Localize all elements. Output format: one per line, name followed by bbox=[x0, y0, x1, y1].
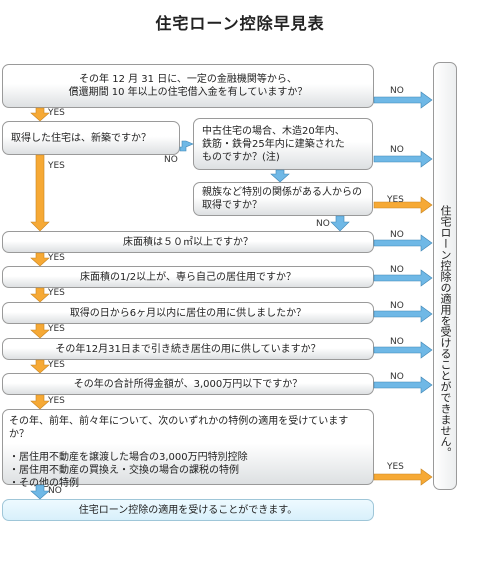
label-yes-q6: YES bbox=[48, 360, 65, 370]
label-no-q5: NO bbox=[390, 301, 404, 311]
yes-arrow-q1 bbox=[30, 107, 50, 122]
special-provision-list: ・居住用不動産を譲渡した場合の3,000万円特別控除 ・居住用不動産の買換え・交… bbox=[9, 451, 367, 490]
label-yes-q8: YES bbox=[387, 462, 404, 472]
label-no-q8: NO bbox=[48, 486, 62, 496]
question-box-q8: その年、前年、前々年について、次のいずれかの特例の適用を受けていますか？ ・居住… bbox=[2, 409, 374, 489]
question-box-q4: 床面積の1/2以上が、専ら自己の居住用ですか？ bbox=[2, 266, 374, 288]
label-yes-q7: YES bbox=[48, 396, 65, 406]
special-provision-item-3: ・その他の特例 bbox=[9, 478, 79, 489]
question-text-q5: 取得の日から6ヶ月以内に居住の用に供しましたか？ bbox=[69, 307, 307, 319]
special-provision-item-1: ・居住用不動産を譲渡した場合の3,000万円特別控除 bbox=[9, 452, 248, 463]
question-text-q2c: 親族など特別の関係がある人からの 取得ですか？ bbox=[202, 187, 362, 211]
label-no-q2c: NO bbox=[316, 219, 330, 229]
question-box-q7: その年の合計所得金額が、3,000万円以下ですか？ bbox=[2, 373, 374, 395]
not-eligible-box: 住宅ローン控除の適用を受けることができません。 bbox=[433, 62, 457, 490]
no-arrow-q2 bbox=[179, 140, 194, 152]
yes-arrow-q5 bbox=[30, 323, 50, 339]
label-no-q4: NO bbox=[390, 265, 404, 275]
no-arrow-q5 bbox=[373, 305, 433, 323]
label-yes-q2: YES bbox=[48, 161, 65, 171]
no-arrows bbox=[30, 91, 433, 500]
no-arrow-q8 bbox=[30, 484, 50, 500]
no-arrow-q2b bbox=[373, 150, 433, 168]
label-no-q7: NO bbox=[390, 372, 404, 382]
question-text-q3: 床面積は５０㎡以上ですか？ bbox=[123, 236, 253, 248]
question-text-q6: その年12月31日まで引き続き居住の用に供していますか？ bbox=[55, 343, 321, 355]
label-no-q1: NO bbox=[390, 86, 404, 96]
final-result-text: 住宅ローン控除の適用を受けることができます。 bbox=[78, 504, 298, 516]
question-text-q2b: 中古住宅の場合、木造20年内、 鉄筋・鉄骨25年内に建築された ものですか？(注… bbox=[202, 125, 345, 163]
question-box-q2c: 親族など特別の関係がある人からの 取得ですか？ bbox=[193, 182, 373, 216]
yes-arrow-q7 bbox=[30, 394, 50, 410]
question-box-q3: 床面積は５０㎡以上ですか？ bbox=[2, 231, 374, 253]
question-text-q8: その年、前年、前々年について、次のいずれかの特例の適用を受けていますか？ bbox=[9, 416, 349, 440]
no-arrow-q7 bbox=[373, 376, 433, 394]
no-arrow-q1 bbox=[373, 91, 433, 109]
label-yes-q2c: YES bbox=[387, 195, 404, 205]
label-yes-q3: YES bbox=[48, 253, 65, 263]
not-eligible-text: 住宅ローン控除の適用を受けることができません。 bbox=[439, 205, 452, 458]
no-arrow-q6 bbox=[373, 341, 433, 359]
question-text-q1: その年 12 月 31 日に、一定の金融機関等から、 償還期間 10 年以上の住… bbox=[68, 74, 308, 98]
label-no-q6: NO bbox=[390, 337, 404, 347]
no-arrow-q4 bbox=[373, 269, 433, 287]
question-text-q7: その年の合計所得金額が、3,000万円以下ですか？ bbox=[73, 378, 303, 390]
question-text-q4: 床面積の1/2以上が、専ら自己の居住用ですか？ bbox=[80, 271, 296, 283]
special-provision-item-2: ・居住用不動産の買換え・交換の場合の課税の特例 bbox=[9, 465, 239, 476]
yes-arrow-q2b bbox=[270, 169, 290, 183]
label-no-q2: NO bbox=[164, 155, 178, 165]
label-no-q2b: NO bbox=[390, 145, 404, 155]
yes-arrow-q6 bbox=[30, 359, 50, 374]
yes-arrow-q3 bbox=[30, 252, 50, 267]
label-yes-q5: YES bbox=[48, 324, 65, 334]
yes-arrow-q2 bbox=[30, 154, 50, 232]
yes-arrows bbox=[30, 107, 433, 486]
label-yes-q1: YES bbox=[48, 108, 65, 118]
no-arrow-q3 bbox=[373, 234, 433, 252]
label-yes-q4: YES bbox=[48, 288, 65, 298]
yes-arrow-q4 bbox=[30, 287, 50, 303]
question-box-q2: 取得した住宅は、新築ですか？ bbox=[2, 121, 180, 155]
yes-arrow-q2c bbox=[373, 196, 433, 214]
yes-arrow-q8 bbox=[373, 468, 433, 486]
label-no-q3: NO bbox=[390, 230, 404, 240]
question-box-q5: 取得の日から6ヶ月以内に居住の用に供しましたか？ bbox=[2, 302, 374, 324]
no-arrow-q2c bbox=[330, 215, 350, 232]
question-box-q1: その年 12 月 31 日に、一定の金融機関等から、 償還期間 10 年以上の住… bbox=[2, 64, 374, 108]
final-result-box: 住宅ローン控除の適用を受けることができます。 bbox=[2, 499, 374, 521]
question-box-q2b: 中古住宅の場合、木造20年内、 鉄筋・鉄骨25年内に建築された ものですか？(注… bbox=[193, 118, 373, 170]
page-title: 住宅ローン控除早見表 bbox=[155, 14, 325, 33]
question-box-q6: その年12月31日まで引き続き居住の用に供していますか？ bbox=[2, 338, 374, 360]
question-text-q2: 取得した住宅は、新築ですか？ bbox=[11, 132, 151, 144]
